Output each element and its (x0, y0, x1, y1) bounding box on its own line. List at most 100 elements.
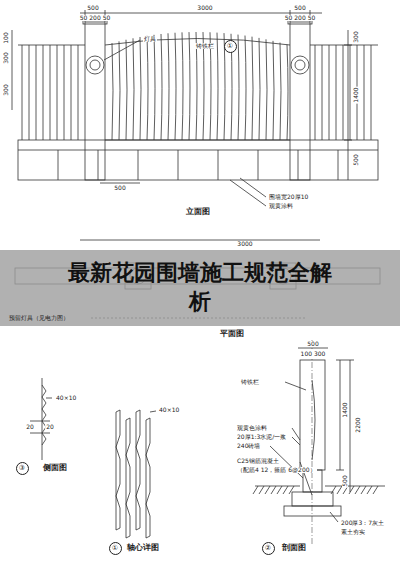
section-view (336, 360, 354, 361)
label: 240砖墙 (236, 443, 261, 449)
picket (287, 44, 288, 140)
label: （配筋4 12，箍筋 6@200） (236, 467, 317, 473)
dimension-lines (12, 10, 352, 183)
side-view-detail (42, 378, 43, 460)
dimension-lines (100, 183, 140, 184)
label: 500 (293, 5, 306, 11)
label: 轴心详图 (126, 544, 160, 552)
section-view (285, 382, 306, 390)
section-view (255, 340, 385, 545)
section-view (350, 360, 351, 492)
section-view (336, 470, 344, 471)
label: 铸铁栏 (240, 379, 260, 385)
leader-lines (104, 40, 140, 60)
label: 灯具 (143, 36, 157, 42)
label: 剖面图 (281, 544, 307, 552)
picket (343, 45, 344, 140)
picket (112, 43, 113, 140)
picket (280, 43, 281, 140)
label: 20 (25, 424, 35, 430)
fence-posts (90, 60, 100, 70)
picket (57, 45, 58, 140)
wall-joint (138, 150, 139, 180)
picket (119, 41, 120, 140)
label: 3000 (196, 5, 213, 11)
label: 平面图 (219, 330, 245, 338)
hatch-stroke (349, 486, 354, 494)
picket (182, 32, 183, 140)
section-view (340, 360, 341, 470)
picket (350, 45, 351, 140)
iron-bar (136, 410, 140, 530)
wall-joint (298, 150, 299, 180)
side-view-detail (30, 433, 50, 434)
hatch-stroke (361, 486, 366, 494)
label: 围墙宽20厚10 (268, 194, 309, 200)
picket (238, 35, 239, 140)
picket (329, 45, 330, 140)
picket (29, 45, 30, 140)
dimension: 100 (3, 31, 9, 44)
label: 立面图 (185, 208, 211, 216)
picket (161, 34, 162, 140)
wall-joints (58, 150, 338, 180)
hatch-stroke (355, 486, 360, 494)
label: 铸铁栏 (195, 43, 215, 49)
fence-posts (291, 56, 309, 74)
picket (217, 33, 218, 140)
railing (18, 45, 85, 46)
dimension: 300 (3, 83, 9, 96)
callout-circle: ① (109, 542, 122, 555)
label: 素土夯实 (340, 529, 366, 535)
dimension: 500 (353, 153, 359, 166)
railing (310, 45, 378, 46)
section-view (312, 340, 313, 545)
picket (36, 45, 37, 140)
dimension-lines (12, 30, 13, 110)
dimension: 300 (3, 51, 9, 64)
picket (126, 40, 127, 140)
iron-bar (126, 418, 130, 538)
picket (133, 38, 134, 140)
fence-posts (83, 20, 312, 180)
side-view-detail (46, 398, 52, 399)
section-view (330, 512, 338, 522)
picket (147, 36, 148, 140)
picket (371, 45, 372, 140)
picket (259, 38, 260, 140)
label: 50 200 50 (79, 15, 112, 21)
section-view (303, 470, 322, 492)
dimension-lines (80, 13, 322, 14)
dimension: 1400 (342, 401, 348, 418)
label: 500 (306, 341, 319, 347)
callout-number: ② (265, 545, 271, 552)
wall-joint (98, 150, 99, 180)
callout-circle: ③ (16, 462, 29, 475)
picket (364, 45, 365, 140)
label: 200厚3：7灰土 (340, 520, 385, 526)
section-view (292, 492, 333, 506)
section-view (312, 380, 315, 460)
wall-joint (58, 150, 59, 180)
picket (22, 45, 23, 140)
picket (78, 45, 79, 140)
title: 最新花园围墙施工规范全解析 (60, 259, 340, 316)
iron-bar (146, 418, 150, 538)
plan-view (80, 240, 320, 241)
label: 观黄涂料 (268, 203, 294, 209)
label: 500 (113, 185, 126, 191)
label: 3000 (236, 241, 253, 247)
picket (189, 32, 190, 140)
side-view-detail (30, 421, 50, 422)
label: 40×10 (158, 407, 180, 413)
callout-circle: ② (262, 542, 275, 555)
fence-posts (295, 60, 305, 70)
hatch-stroke (331, 486, 336, 494)
hatch-stroke (367, 486, 372, 494)
leader-line (150, 411, 156, 412)
callout-circle: ① (224, 40, 237, 53)
label: 观黄色涂料 (236, 425, 268, 431)
picket (273, 41, 274, 140)
railing (18, 32, 378, 140)
